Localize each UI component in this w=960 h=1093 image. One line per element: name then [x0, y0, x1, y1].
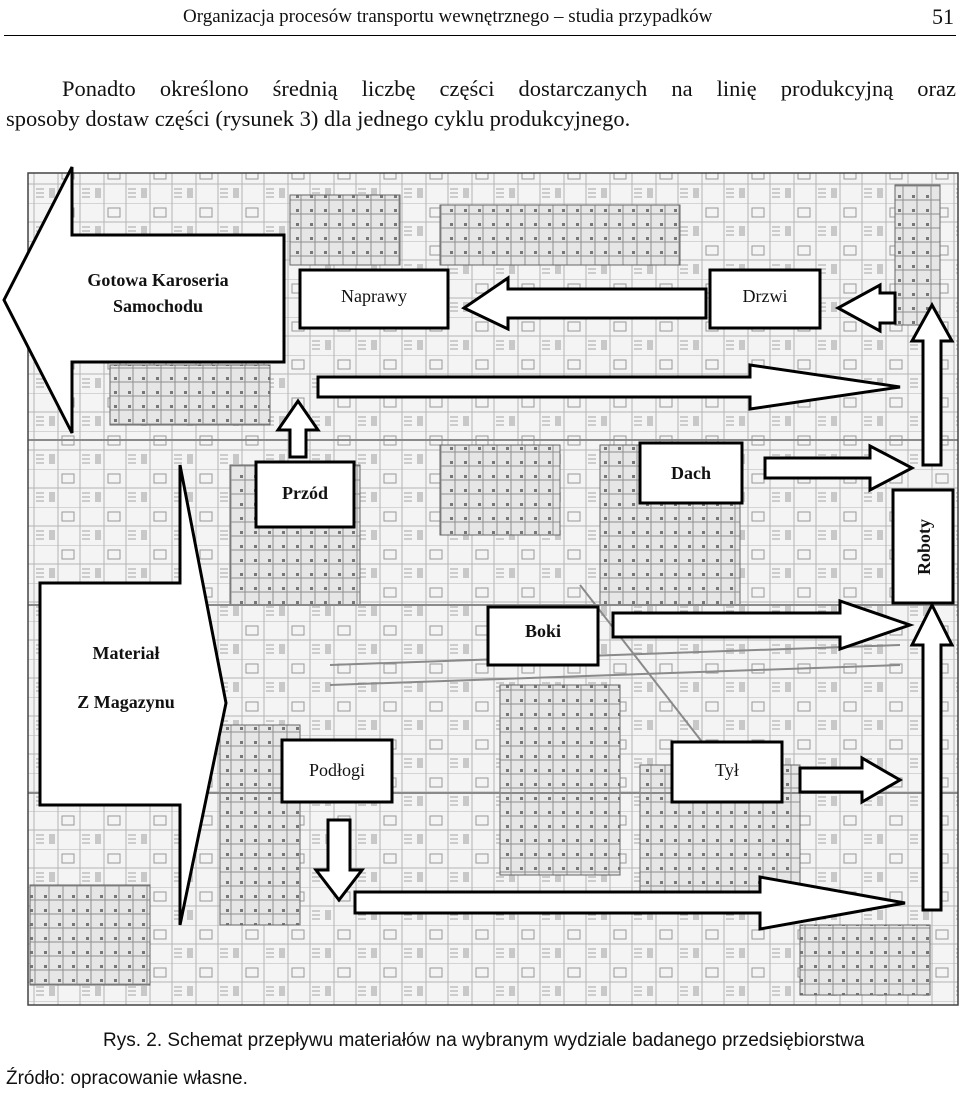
paragraph-line-1: Ponadto określono średnią liczbę części …: [62, 76, 956, 101]
label-dach: Dach: [671, 463, 711, 483]
arrow-podlogi-down: [312, 818, 366, 903]
page-header: Organizacja procesów transportu wewnętrz…: [0, 0, 960, 36]
flow-diagram: Gotowa Karoseria Samochodu Materiał Z Ma…: [2, 166, 959, 1006]
finished-body-arrow: [2, 166, 286, 434]
label-boki: Boki: [525, 621, 561, 641]
body-paragraph: Ponadto określono średnią liczbę części …: [6, 74, 956, 134]
station-boki: [486, 605, 600, 667]
plan-border: [27, 172, 959, 1006]
arrow-roboty-up: [909, 301, 955, 467]
header-rule: [4, 35, 956, 36]
label-przod: Przód: [282, 483, 328, 503]
arrow-przod-up: [275, 398, 321, 459]
running-title: Organizacja procesów transportu wewnętrz…: [183, 6, 713, 27]
label-material: Materiał: [93, 643, 160, 663]
station-naprawy: [298, 268, 450, 330]
arrow-long-right-bottom: [353, 875, 906, 931]
label-samochodu: Samochodu: [113, 296, 203, 316]
station-roboty: [891, 488, 955, 605]
arrow-boki-to-roboty: [611, 598, 915, 652]
label-tyl: Tył: [715, 760, 739, 780]
arrow-long-right-top: [316, 363, 901, 411]
arrow-dach-to-roboty: [763, 443, 916, 493]
station-dach: [638, 441, 744, 505]
paragraph-line-2: sposoby dostaw części (rysunek 3) dla je…: [6, 106, 631, 131]
arrow-tyl-to-right: [798, 755, 903, 805]
station-drzwi: [708, 268, 822, 330]
warehouse-material-arrow: [38, 464, 228, 926]
station-podlogi: [280, 738, 394, 804]
label-podlogi: Podłogi: [309, 760, 365, 780]
label-gotowa-karoseria: Gotowa Karoseria: [87, 270, 228, 290]
label-naprawy: Naprawy: [341, 286, 407, 306]
arrow-lower-up: [909, 601, 955, 912]
material-flow-figure: Gotowa Karoseria Samochodu Materiał Z Ma…: [0, 165, 960, 1020]
arrow-drzwi-to-naprawy: [460, 275, 708, 332]
page-number: 51: [932, 4, 954, 29]
arrow-into-drzwi: [834, 282, 897, 334]
figure-source: Źródło: opracowanie własne.: [6, 1068, 248, 1089]
figure-caption: Rys. 2. Schemat przepływu materiałów na …: [103, 1030, 865, 1051]
label-roboty: Roboty: [914, 519, 934, 575]
label-z-magazynu: Z Magazynu: [77, 692, 175, 712]
station-tyl: [670, 740, 784, 804]
label-drzwi: Drzwi: [743, 286, 788, 306]
station-przod: [254, 460, 356, 529]
